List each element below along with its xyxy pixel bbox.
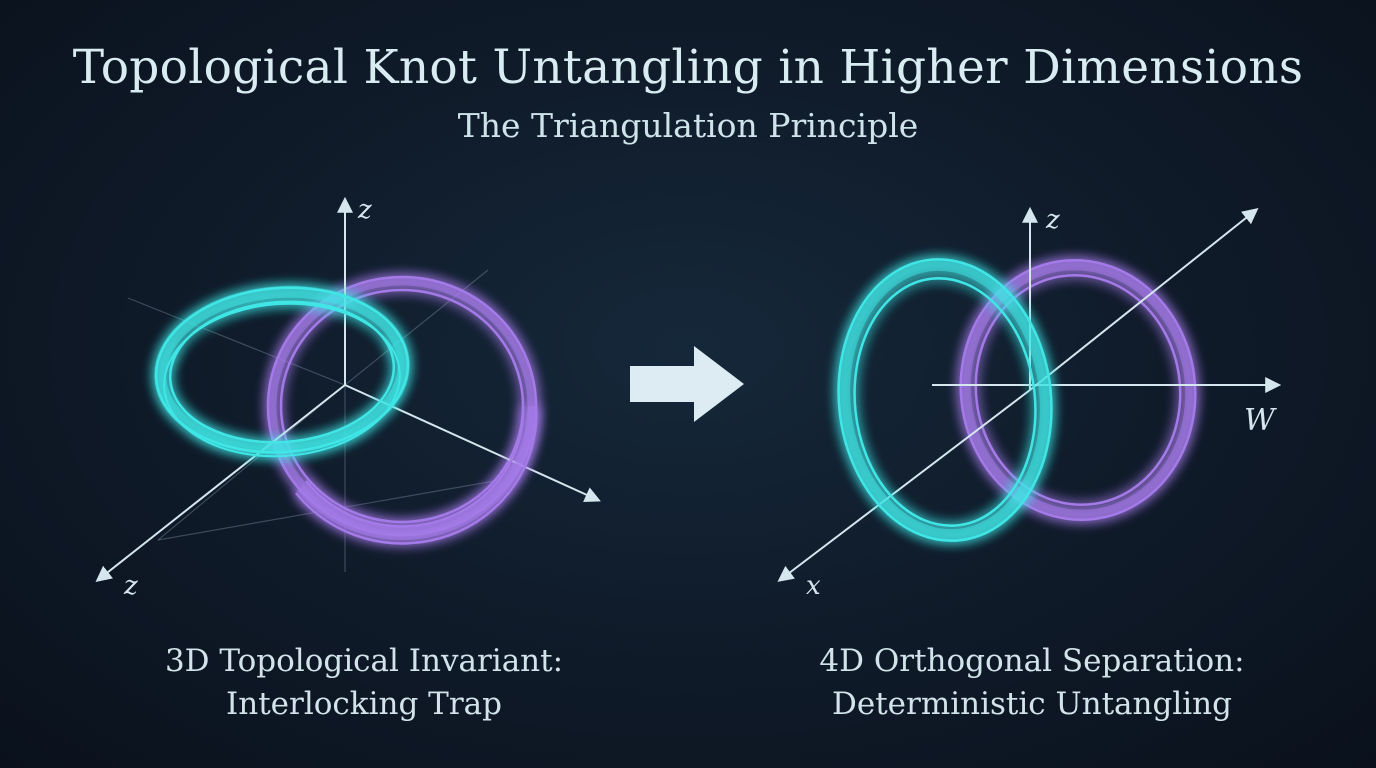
right-caption-line-2: Deterministic Untangling [832, 686, 1232, 722]
right-front-axis [777, 389, 1031, 582]
right-diagram: z W x [777, 205, 1282, 601]
right-horizontal-axis-label: W [1244, 403, 1277, 438]
left-diagram: z z [95, 195, 601, 601]
page-title: Topological Knot Untangling in Higher Di… [72, 40, 1304, 95]
left-cyan-ring [154, 285, 410, 458]
left-front-axis [95, 384, 346, 582]
left-vertical-axis-label: z [357, 195, 372, 225]
right-arrow-icon [630, 346, 744, 422]
left-purple-ring-front [295, 405, 538, 545]
left-caption-line-1: 3D Topological Invariant: [164, 643, 564, 679]
right-axes [777, 206, 1282, 582]
right-caption: 4D Orthogonal Separation: Deterministic … [752, 640, 1312, 726]
right-caption-line-1: 4D Orthogonal Separation: [819, 643, 1245, 679]
left-front-axis-label: z [123, 571, 138, 601]
right-diagonal-axis [1029, 208, 1259, 391]
left-caption: 3D Topological Invariant: Interlocking T… [84, 640, 644, 726]
left-caption-line-2: Interlocking Trap [226, 686, 502, 722]
right-vertical-axis-label: z [1045, 205, 1060, 235]
page-subtitle: The Triangulation Principle [457, 106, 919, 145]
right-purple-ring [959, 258, 1197, 522]
right-front-axis-label: x [806, 571, 821, 601]
right-cyan-ring [837, 258, 1053, 542]
